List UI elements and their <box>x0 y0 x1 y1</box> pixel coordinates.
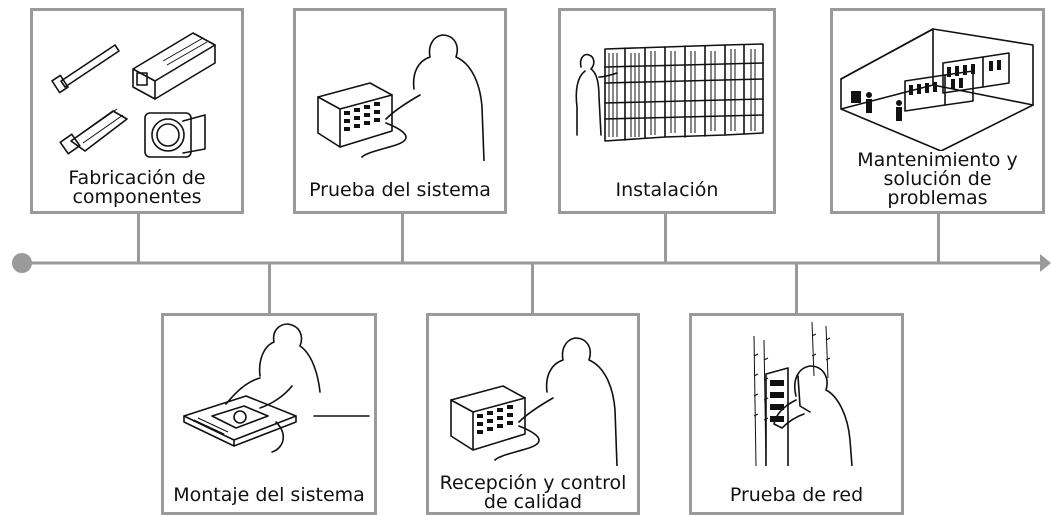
stage-label-prueba-sistema: Prueba del sistema <box>296 181 504 200</box>
stage-label-line: Recepción y control <box>439 472 627 494</box>
stage-label-line: solución de <box>883 168 992 190</box>
stage-label-line: Instalación <box>615 179 719 201</box>
stage-label-line: problemas <box>887 187 988 209</box>
stage-card-prueba-sistema: Prueba del sistema <box>293 8 507 214</box>
connector-instalacion <box>664 213 667 263</box>
fiber-connectors-icon <box>51 32 216 158</box>
stage-card-fabricacion: Fabricación de componentes <box>30 8 244 214</box>
stage-label-montaje: Montaje del sistema <box>164 486 374 505</box>
stage-card-prueba-red: Prueba de red <box>689 313 904 515</box>
connector-recepcion <box>531 263 534 313</box>
stage-card-mantenimiento: Mantenimiento y solución de problemas <box>830 8 1045 214</box>
connector-fabricacion <box>137 213 140 263</box>
stage-label-line: componentes <box>72 186 202 208</box>
stage-label-mantenimiento: Mantenimiento y solución de problemas <box>833 151 1042 208</box>
stage-label-line: Prueba del sistema <box>309 179 491 201</box>
stage-card-instalacion: Instalación <box>558 8 776 214</box>
stage-label-instalacion: Instalación <box>561 181 773 200</box>
connector-prueba-red <box>795 263 798 313</box>
connector-prueba-sistema <box>401 213 404 263</box>
data-center-room-icon <box>840 28 1034 151</box>
stage-label-line: de calidad <box>483 491 583 513</box>
stage-card-recepcion: Recepción y control de calidad <box>426 313 640 515</box>
timeline-start-dot <box>12 253 32 273</box>
stage-label-recepcion: Recepción y control de calidad <box>429 474 637 512</box>
timeline-arrowhead <box>1040 254 1051 272</box>
stage-label-prueba-red: Prueba de red <box>692 486 901 505</box>
technician-network-rack-icon <box>753 321 853 466</box>
stage-label-line: Mantenimiento y <box>857 149 1018 171</box>
server-racks-installation-icon <box>575 43 764 142</box>
technician-assembly-icon <box>183 323 370 453</box>
stage-card-montaje: Montaje del sistema <box>161 313 377 515</box>
stage-label-fabricacion: Fabricación de componentes <box>33 169 241 207</box>
connector-mantenimiento <box>937 213 940 263</box>
stage-label-line: Fabricación de <box>68 167 206 189</box>
technician-quality-control-icon <box>450 337 618 466</box>
connector-montaje <box>268 263 271 313</box>
stage-label-line: Prueba de red <box>729 484 864 506</box>
technician-test-equipment-icon <box>317 34 485 161</box>
stage-label-line: Montaje del sistema <box>173 484 365 506</box>
